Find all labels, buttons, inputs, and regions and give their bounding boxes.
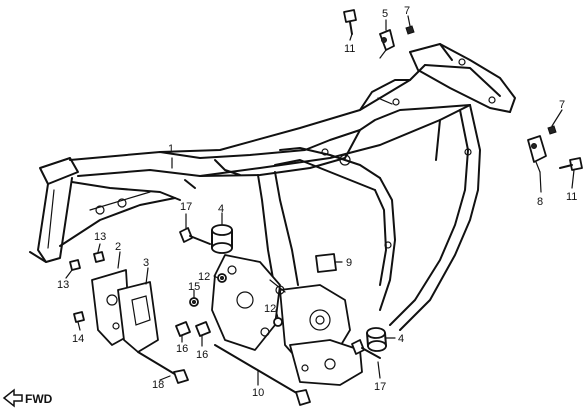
nut-13a xyxy=(93,251,105,263)
forward-label: FWD xyxy=(25,392,53,406)
leader-lines xyxy=(65,15,575,386)
label-plate-left: 2 xyxy=(115,241,121,253)
nut-top xyxy=(405,25,415,35)
label-nut-12b: 12 xyxy=(264,303,276,315)
nut-16b xyxy=(195,321,211,337)
bolt-right xyxy=(559,157,583,171)
label-plate-right: 3 xyxy=(143,257,149,269)
label-clip-top: 5 xyxy=(382,8,388,20)
washer-15 xyxy=(189,297,199,307)
nut-12a xyxy=(217,273,227,283)
nut-16a xyxy=(175,321,191,337)
clip-right xyxy=(527,135,547,173)
label-washer-15: 15 xyxy=(188,281,200,293)
nut-14 xyxy=(73,311,85,323)
label-bolt-17b: 17 xyxy=(374,381,386,393)
forward-arrow-indicator: FWD xyxy=(2,388,53,408)
main-frame xyxy=(29,43,516,386)
label-nut-16b: 16 xyxy=(196,349,208,361)
label-bolt-top: 11 xyxy=(344,43,355,55)
nut-12b xyxy=(273,317,283,327)
forward-arrow-icon xyxy=(2,388,23,408)
label-nut-right: 7 xyxy=(559,99,565,111)
nut-13b xyxy=(69,259,81,271)
bolt-17a xyxy=(179,227,211,245)
label-cushion-top: 4 xyxy=(218,203,224,215)
label-collar: 9 xyxy=(346,257,352,269)
label-bolt-18: 18 xyxy=(152,379,164,391)
bolt-top xyxy=(343,9,357,35)
label-bolt-right: 11 xyxy=(566,191,577,203)
callout-labels: 1 2 3 4 4 5 8 7 7 9 10 11 11 12 12 13 13… xyxy=(57,5,577,399)
label-nut-16a: 16 xyxy=(176,343,188,355)
cushion-top xyxy=(211,224,233,254)
collar xyxy=(315,253,337,273)
label-nut-13a: 13 xyxy=(94,231,106,243)
nut-right xyxy=(547,125,557,135)
mount-plate-3 xyxy=(117,281,159,353)
cushion-bottom xyxy=(366,327,387,352)
label-bolt-long: 10 xyxy=(252,387,264,399)
bolt-17b xyxy=(351,339,381,359)
label-nut-14: 14 xyxy=(72,333,84,345)
label-nut-top: 7 xyxy=(404,5,410,17)
bolt-18 xyxy=(137,351,189,384)
label-frame: 1 xyxy=(168,143,174,155)
label-nut-13b: 13 xyxy=(57,279,69,291)
label-bolt-17a: 17 xyxy=(180,201,192,213)
clip-top xyxy=(379,29,395,59)
label-clip-right: 8 xyxy=(537,196,543,208)
label-cushion-bottom: 4 xyxy=(398,333,404,345)
label-nut-12a: 12 xyxy=(198,271,210,283)
